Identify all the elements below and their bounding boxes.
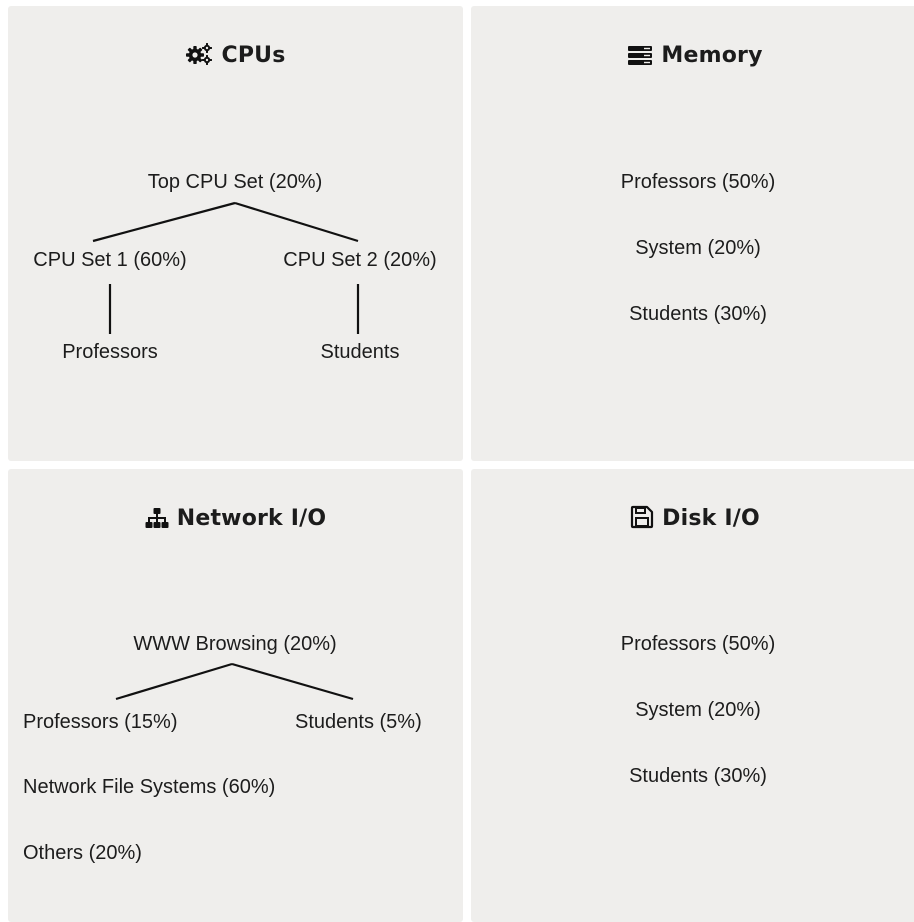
cpus-panel: CPUs Top CPU Set (20%) CPU Set 1 (60%) C…: [8, 6, 463, 461]
cpu-edge-top-set2: [234, 201, 359, 243]
network-nfs-label: Network File Systems (60%): [23, 776, 276, 798]
disk-title: Disk I/O: [471, 505, 914, 537]
cpu-set2-label: CPU Set 2 (20%): [283, 249, 437, 271]
cpu-set1-child-label: Professors: [62, 341, 158, 363]
memory-item-system: System (20%): [635, 237, 761, 259]
memory-item-students: Students (30%): [629, 303, 767, 325]
memory-panel: Memory Professors (50%) System (20%) Stu…: [471, 6, 914, 461]
net-edge-browsing-professors: [115, 662, 233, 701]
disk-panel: Disk I/O Professors (50%) System (20%) S…: [471, 469, 914, 922]
cpu-set2-child-label: Students: [320, 341, 400, 363]
network-browsing-students-label: Students (5%): [295, 711, 422, 733]
network-panel: Network I/O WWW Browsing (20%) Professor…: [8, 469, 463, 922]
disk-item-system: System (20%): [635, 699, 761, 721]
save-icon: [630, 505, 654, 537]
cpu-top-set-label: Top CPU Set (20%): [147, 171, 323, 193]
cpu-tree-lines: [92, 201, 360, 334]
memory-title: Memory: [471, 42, 914, 74]
gears-icon: [185, 42, 213, 74]
memory-title-text: Memory: [661, 43, 763, 68]
network-others-label: Others (20%): [23, 842, 142, 864]
disk-item-professors: Professors (50%): [620, 633, 776, 655]
network-tree-lines: [115, 662, 354, 701]
net-edge-browsing-students: [231, 662, 354, 701]
memory-item-professors: Professors (50%): [620, 171, 776, 193]
memory-icon: [627, 44, 653, 74]
cpu-set1-label: CPU Set 1 (60%): [33, 249, 187, 271]
sitemap-icon: [145, 507, 169, 537]
disk-title-text: Disk I/O: [662, 506, 760, 531]
cpus-title: CPUs: [8, 42, 463, 74]
network-browsing-label: WWW Browsing (20%): [133, 633, 337, 655]
disk-item-students: Students (30%): [629, 765, 767, 787]
network-title: Network I/O: [8, 505, 463, 537]
network-title-text: Network I/O: [176, 506, 327, 531]
network-browsing-professors-label: Professors (15%): [23, 711, 178, 733]
cpu-edge-top-set1: [92, 201, 236, 243]
cpus-title-text: CPUs: [221, 43, 286, 68]
